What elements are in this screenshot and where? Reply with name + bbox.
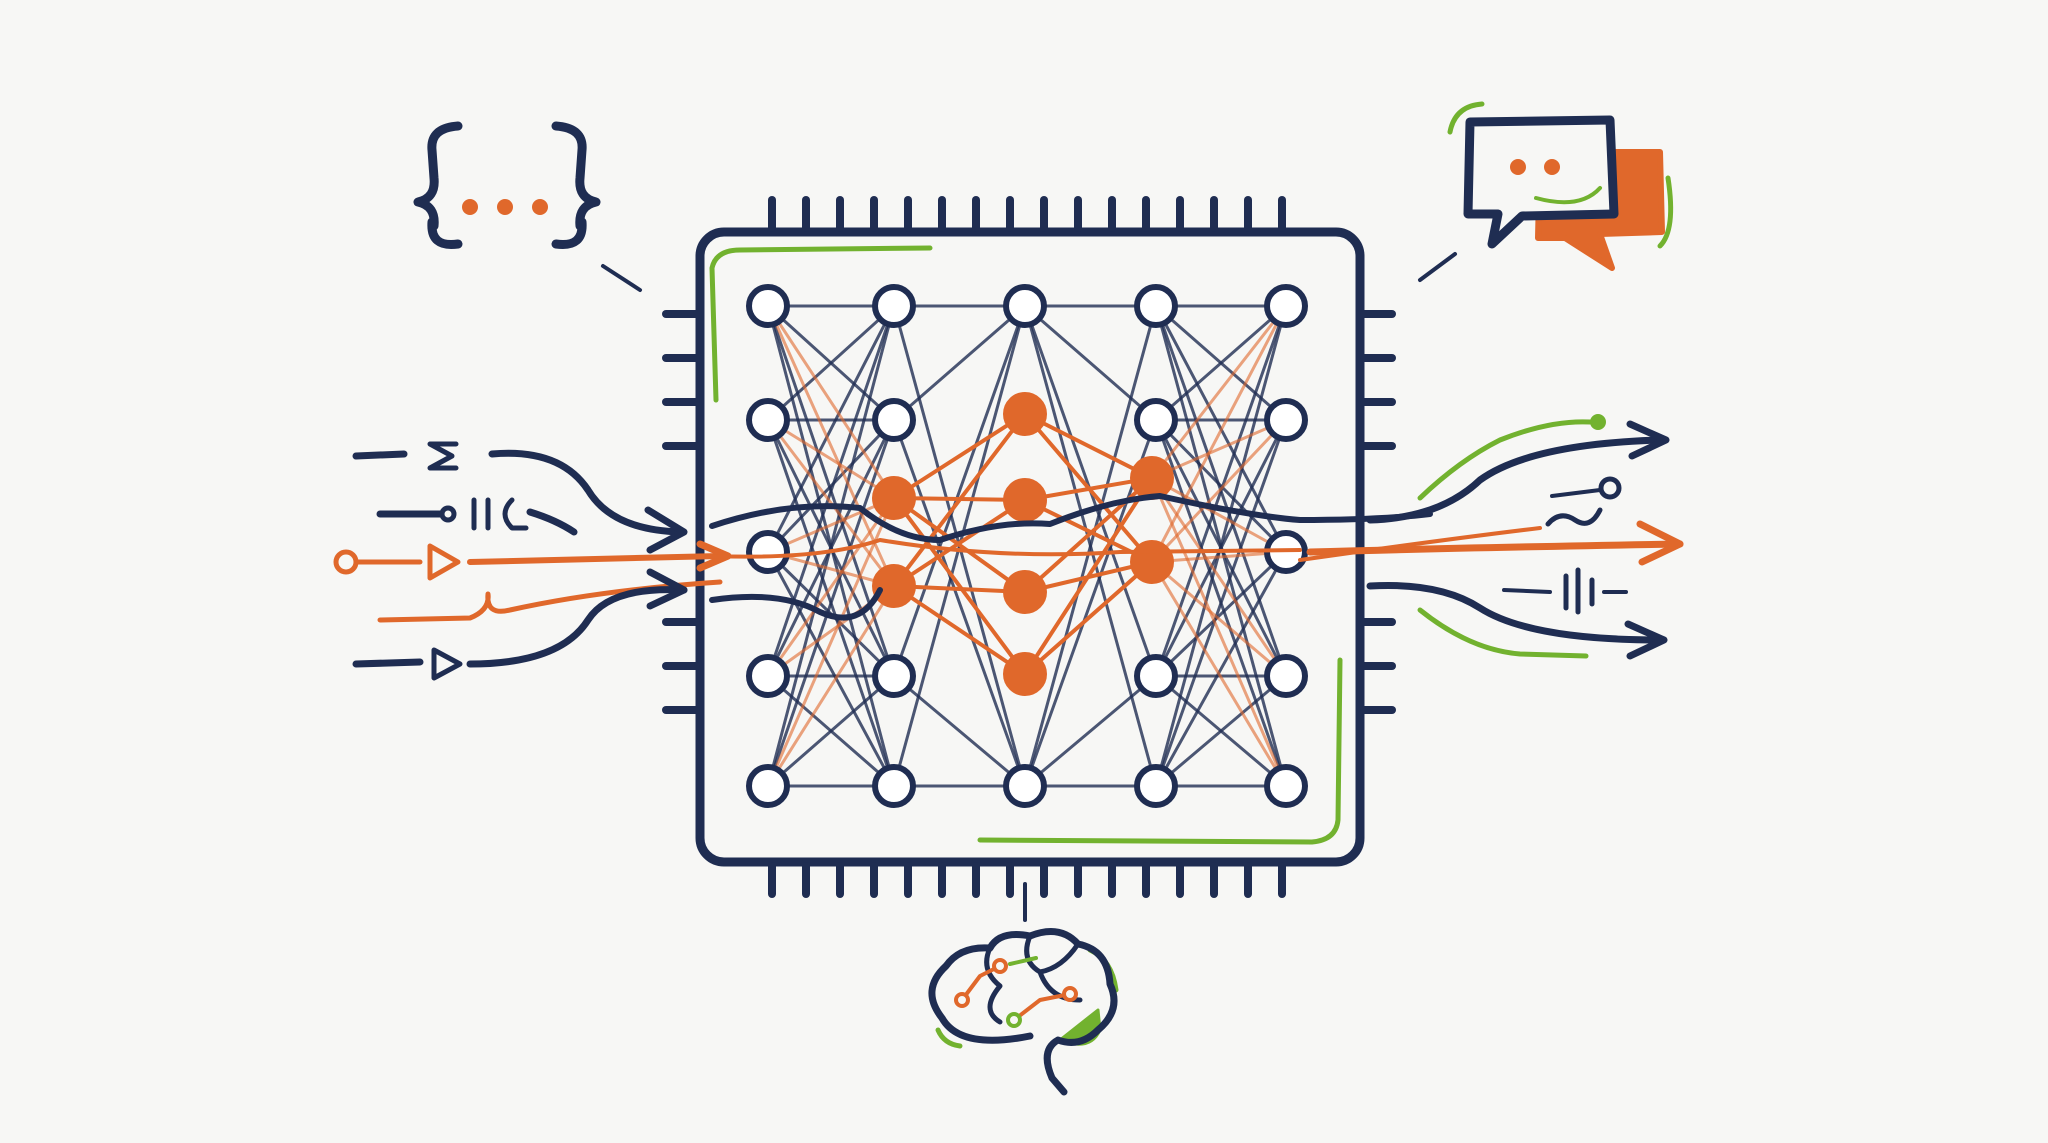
network-edge <box>766 304 896 422</box>
network-node <box>872 654 916 698</box>
network-node <box>872 764 916 808</box>
network-node <box>1003 764 1047 808</box>
network-edge <box>766 304 896 788</box>
network-edge-highlight <box>892 498 1027 588</box>
network-edge <box>1023 674 1158 788</box>
network-node <box>1264 764 1308 808</box>
network-edge <box>766 418 896 554</box>
network-edge <box>892 418 1027 788</box>
network-edge <box>892 304 1027 678</box>
network-edge <box>892 674 1027 788</box>
network-edge-highlight <box>1150 476 1288 788</box>
input-arrows-icon <box>333 441 732 681</box>
network-node <box>1264 398 1308 442</box>
network-edge <box>1154 418 1288 554</box>
network-node <box>1003 284 1047 328</box>
network-edge-highlight <box>766 304 896 500</box>
network-edge-highlight <box>1150 418 1288 480</box>
network-edge-highlight <box>892 496 1027 676</box>
network-node <box>746 530 790 574</box>
network-node <box>1134 654 1178 698</box>
chat-bubbles-icon <box>1418 101 1674 282</box>
network-edge <box>1154 304 1288 788</box>
network-edge-highlight <box>1150 560 1288 678</box>
network-node-highlight <box>1003 392 1047 436</box>
network-node <box>1134 284 1178 328</box>
network-edge <box>1154 550 1288 788</box>
network-edge <box>766 550 896 788</box>
network-node-highlight <box>1130 540 1174 584</box>
network-node-highlight <box>872 476 916 520</box>
network-edge-highlight <box>766 418 896 500</box>
network-edge <box>1154 674 1288 788</box>
network-edge <box>1023 304 1158 788</box>
network-edge-highlight <box>892 584 1027 676</box>
network-edge-highlight <box>766 584 896 788</box>
network-edge-highlight <box>766 304 896 588</box>
network-edge-highlight <box>892 412 1027 588</box>
network-node <box>1264 654 1308 698</box>
network-edge-highlight <box>766 496 896 678</box>
network-edge <box>892 304 1027 422</box>
network-edge-highlight <box>1023 412 1154 480</box>
network-edge-highlight <box>766 496 896 554</box>
network-edge-highlight <box>1150 418 1288 564</box>
network-node <box>746 284 790 328</box>
network-node <box>872 284 916 328</box>
network-edge-highlight <box>1150 476 1288 554</box>
neural-network-icon <box>746 284 1308 808</box>
network-edge-highlight <box>1150 304 1288 480</box>
network-node <box>746 398 790 442</box>
network-edge-highlight <box>1150 560 1288 788</box>
processor-chip-icon <box>662 196 1396 898</box>
network-node <box>1134 764 1178 808</box>
network-edge-highlight <box>1150 550 1288 564</box>
code-braces-icon <box>413 121 642 292</box>
network-edge-highlight <box>1023 476 1154 676</box>
network-node <box>1134 398 1178 442</box>
network-edge-highlight <box>766 418 896 588</box>
brain-circuit-icon <box>928 882 1119 1096</box>
network-node-highlight <box>1003 478 1047 522</box>
signal-path <box>709 493 1433 621</box>
network-edge <box>1154 304 1288 422</box>
network-edge-highlight <box>1150 304 1288 564</box>
network-node-highlight <box>1003 570 1047 614</box>
network-node-highlight <box>1003 652 1047 696</box>
network-edge <box>1154 418 1288 788</box>
network-node <box>1264 284 1308 328</box>
network-edge-highlight <box>1023 560 1154 676</box>
network-node <box>746 654 790 698</box>
network-edge-highlight <box>766 496 896 788</box>
network-node-highlight <box>872 564 916 608</box>
network-node-highlight <box>1130 456 1174 500</box>
network-edge-highlight <box>892 412 1027 500</box>
network-edge <box>766 418 896 788</box>
network-edge <box>766 304 896 678</box>
network-node <box>872 398 916 442</box>
network-edge <box>766 674 896 788</box>
network-edge-highlight <box>1150 476 1288 678</box>
network-edge <box>1154 550 1288 678</box>
network-node <box>746 764 790 808</box>
network-edge <box>1023 304 1158 422</box>
output-arrows-icon <box>1298 414 1684 660</box>
